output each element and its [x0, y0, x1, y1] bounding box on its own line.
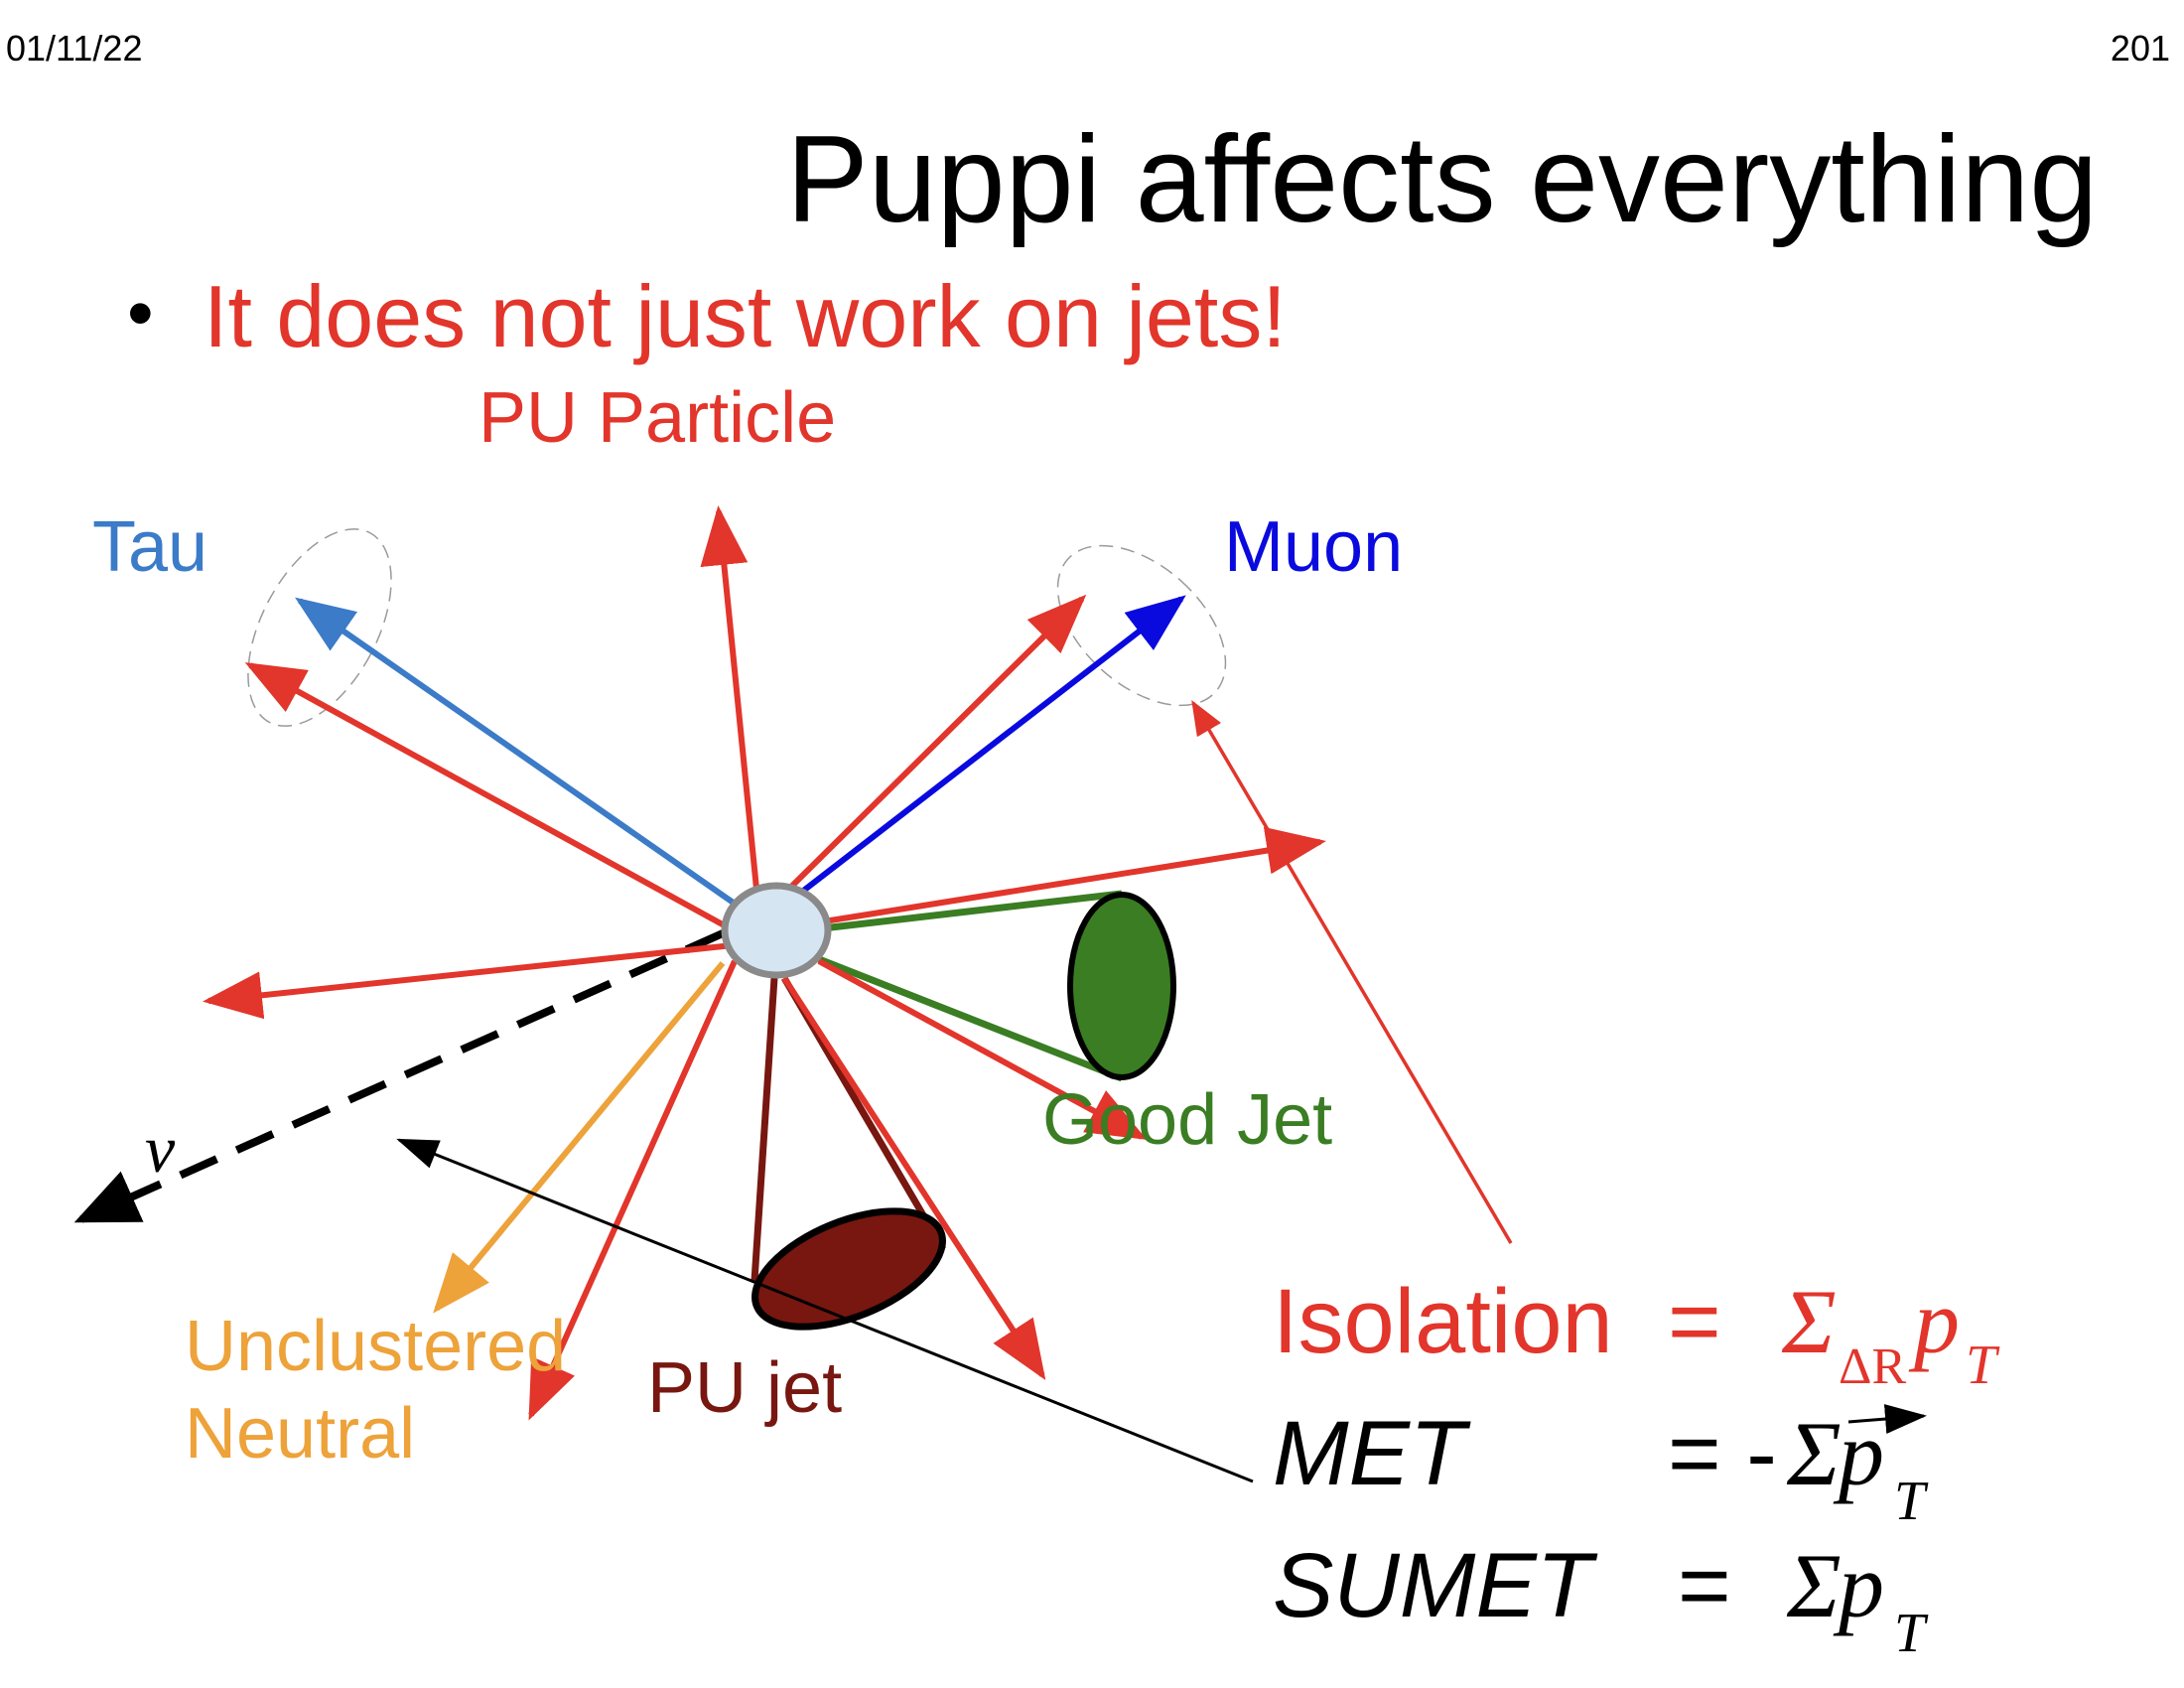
met-pointer [396, 1138, 1254, 1483]
neutrino-label: ν [145, 1111, 176, 1187]
pu-particle-tracks [203, 505, 1326, 1421]
pu-particle-track-left [203, 942, 734, 1020]
tau-label: Tau [92, 507, 207, 587]
pu-jet-cone [751, 976, 947, 1331]
unclustered-label-line1: Unclustered [185, 1307, 566, 1386]
isolation-t: T [1966, 1335, 2000, 1396]
met-equals: = - [1668, 1403, 1777, 1504]
isolation-subscript: ΔR [1839, 1338, 1906, 1395]
pu-jet-label: PU jet [647, 1348, 842, 1428]
pu-particle-track-lower-right [817, 958, 1148, 1140]
sumet-formula: SUMET = Σ p T [1273, 1535, 1929, 1664]
isolation-name: Isolation [1273, 1271, 1613, 1372]
slide-page-number: 201 [2110, 28, 2170, 69]
slide-title: Puppi affects everything [786, 111, 2099, 248]
isolation-formula: Isolation = Σ ΔR p T [1273, 1271, 2000, 1396]
isolation-sigma: Σ [1781, 1271, 1837, 1372]
tau-track [295, 597, 737, 907]
pu-particle-track-up [700, 505, 759, 890]
neutrino-track [73, 929, 725, 1223]
muon-isolation-cone [1056, 544, 1227, 707]
pu-particle-track-upper-left [244, 662, 732, 931]
sumet-p: p [1833, 1535, 1884, 1636]
met-t: T [1894, 1471, 1929, 1532]
sumet-name: SUMET [1273, 1535, 1598, 1636]
unclustered-label-line2: Neutral [185, 1394, 415, 1474]
good-jet-label: Good Jet [1042, 1080, 1332, 1160]
bullet-text: It does not just work on jets! [204, 267, 1287, 365]
primary-vertex [721, 882, 832, 979]
tau-isolation-cone [247, 528, 392, 727]
bullet-marker: • [127, 271, 154, 355]
met-sigma: Σ [1786, 1403, 1842, 1504]
isolation-pointer [1191, 699, 1513, 1244]
pu-particle-track-down-right [781, 976, 1046, 1381]
isolation-p: p [1908, 1271, 1960, 1372]
slide-date: 01/11/22 [6, 28, 143, 69]
met-formula: MET = - Σ p T [1273, 1403, 1929, 1532]
muon-label: Muon [1224, 507, 1403, 587]
isolation-equals: = [1668, 1271, 1721, 1372]
sumet-sigma: Σ [1786, 1535, 1842, 1636]
sumet-t: T [1894, 1603, 1929, 1664]
muon-track [800, 595, 1186, 895]
pu-particle-track-down-left [528, 959, 738, 1421]
pu-particle-track-upper-right [786, 594, 1087, 892]
met-name: MET [1273, 1403, 1471, 1504]
good-jet-cone [812, 890, 1176, 1082]
met-vector-arrow [1847, 1404, 1927, 1435]
sumet-equals: = [1678, 1535, 1731, 1636]
unclustered-neutral-track [433, 961, 726, 1314]
pu-particle-label: PU Particle [478, 378, 836, 458]
pu-particle-track-right [823, 826, 1326, 924]
